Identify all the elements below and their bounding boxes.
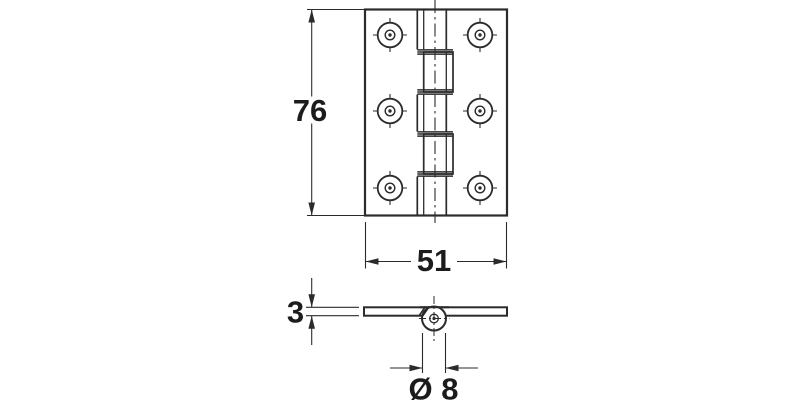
arrowhead-up-icon bbox=[308, 9, 315, 23]
arrowhead-right-icon bbox=[409, 364, 423, 372]
dimension-diameter: Ø 8 bbox=[390, 333, 478, 400]
arrowhead-down-icon bbox=[308, 202, 315, 216]
dimension-label-thickness: 3 bbox=[287, 295, 304, 330]
knuckle-column bbox=[416, 9, 454, 216]
arrowhead-down-icon bbox=[308, 294, 315, 308]
dimension-label-height: 76 bbox=[293, 93, 327, 128]
arrowhead-left-icon bbox=[365, 258, 379, 265]
side-view: 3 Ø 8 bbox=[287, 278, 508, 400]
arrowhead-right-icon bbox=[493, 258, 507, 265]
dimension-label-width: 51 bbox=[417, 243, 451, 278]
knuckle-segment-narrow-top bbox=[416, 9, 448, 50]
front-view: 76 51 bbox=[293, 0, 509, 278]
dimension-label-diameter: Ø 8 bbox=[409, 372, 459, 400]
arrowhead-up-icon bbox=[308, 315, 315, 329]
arrowhead-left-icon bbox=[445, 364, 459, 372]
dimension-width: 51 bbox=[364, 222, 508, 278]
dimension-thickness: 3 bbox=[287, 278, 359, 345]
leaf-wrap-hatch bbox=[418, 306, 430, 317]
dimension-height: 76 bbox=[293, 8, 366, 217]
knuckle-segment-narrow-middle bbox=[416, 94, 448, 132]
knuckle-segment-narrow-bottom bbox=[416, 176, 448, 216]
